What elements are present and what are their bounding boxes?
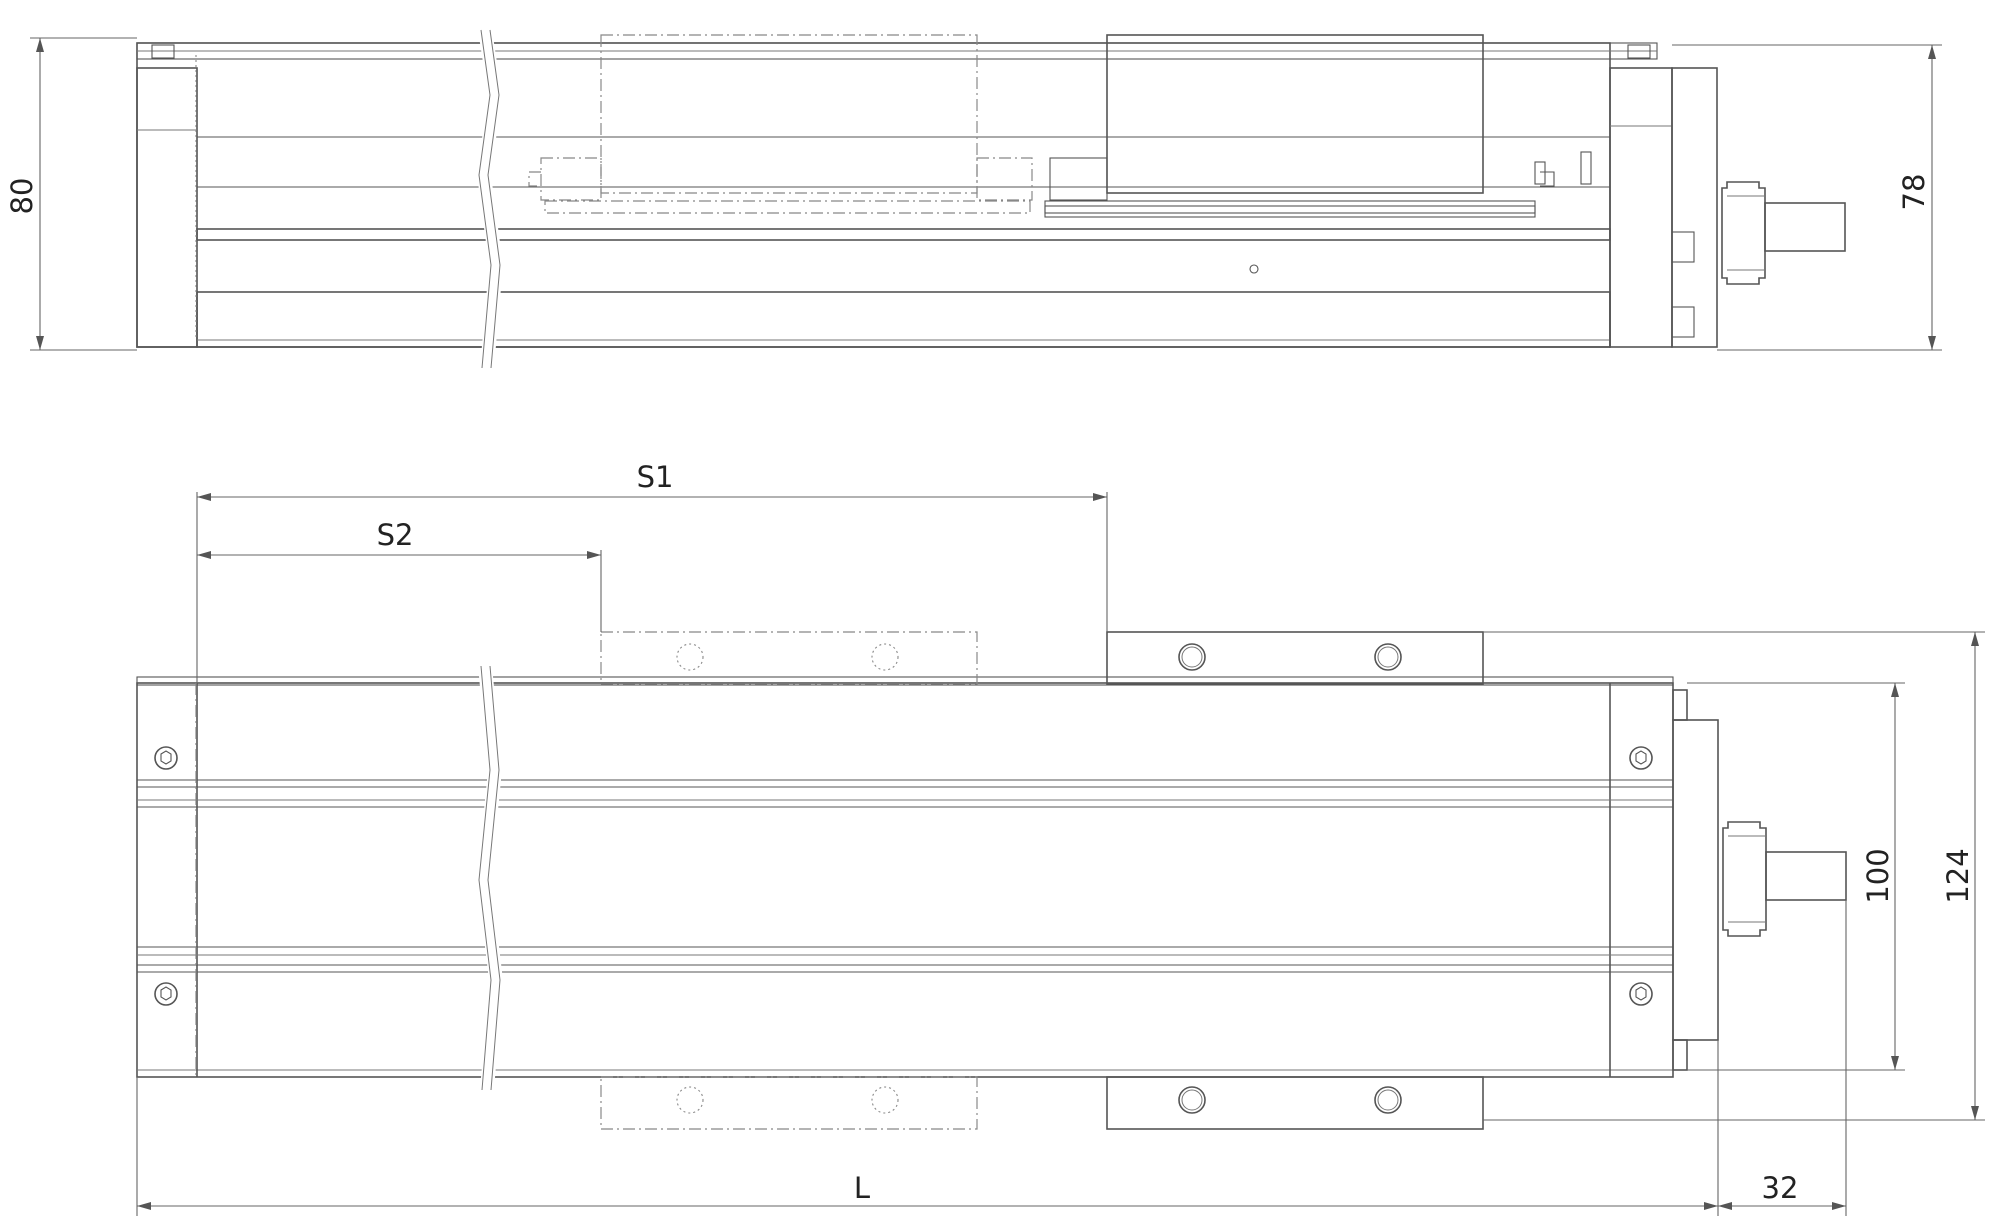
plan-ghost-hole-3 [676,1086,704,1114]
dim-78-arrow-top [1928,45,1936,59]
side-end-stop [1580,151,1592,185]
dim-124-label: 124 [1941,848,1975,903]
dim-100-arrow-top [1891,683,1899,697]
plan-break-mask [477,666,503,1090]
side-carriage-slot [1044,205,1536,218]
plan-top-edge [136,676,1674,686]
side-flange [1671,67,1718,348]
dim-80-label: 80 [5,178,39,215]
dim-100-label: 100 [1861,848,1895,903]
plan-carriage-hole-4-inner [1377,1089,1399,1111]
side-ghost-bumper-left [540,157,602,201]
side-carriage-stop-cap [1540,171,1555,187]
plan-ghost-hole-1 [676,643,704,671]
dim-78-label: 78 [1897,174,1931,211]
dim-s2-arrow-left [197,551,211,559]
dim-100-arrow-bottom [1891,1056,1899,1070]
plan-carriage-hole-2-inner [1377,646,1399,668]
plan-carriage-hole-3-inner [1181,1089,1203,1111]
dim-32-arrow-left [1718,1202,1732,1210]
plan-ghost-hole-4 [871,1086,899,1114]
dim-80-arrow-top [36,38,44,52]
side-break-line-1 [478,29,492,369]
side-small-hole [1249,264,1259,274]
plan-shaft [1765,851,1847,901]
dim-s2-label: S2 [377,518,414,552]
plan-screw-tr [1629,746,1653,770]
plan-screw-tl [154,746,178,770]
plan-view: S1 S2 100 124 L 32 [136,460,1985,1216]
side-rail-clip-left [151,44,175,59]
side-carriage-bumper [1049,157,1108,201]
plan-carriage-hole-3 [1178,1086,1206,1114]
side-ghost-stop-cap [528,171,541,187]
plan-screw-br [1629,982,1653,1006]
dim-s1-arrow-right [1093,493,1107,501]
plan-ghost-hole-2 [871,643,899,671]
side-view: 80 78 [5,29,1942,369]
plan-coupling [1722,821,1767,937]
plan-carriage-hole-2 [1374,643,1402,671]
dim-s2-arrow-right [587,551,601,559]
side-ghost-bumper-right [976,157,1033,201]
plan-carriage-hole-1-inner [1181,646,1203,668]
side-base-band [196,291,1611,348]
side-left-endcap [136,67,198,348]
plan-carriage-hole-4 [1374,1086,1402,1114]
dim-32-label: 32 [1762,1171,1799,1205]
plan-break-line-1 [478,665,492,1091]
dim-l-arrow-left [137,1202,151,1210]
side-carriage-plate [1044,200,1536,214]
side-ghost-plate [544,200,1031,214]
side-right-endcap [1609,67,1673,348]
side-break-line-2 [487,29,501,369]
side-rail-clip-right [1627,44,1651,59]
plan-carriage-top [1106,631,1484,685]
dim-124-arrow-bottom [1971,1106,1979,1120]
plan-flange [1672,719,1719,1041]
dim-l-arrow-right [1704,1202,1718,1210]
dim-l-label: L [854,1171,870,1205]
side-carriage-stop [1534,161,1546,185]
dim-80-arrow-bottom [36,336,44,350]
side-carriage-ghost [600,34,978,194]
side-flange-bolt-2 [1671,306,1695,338]
plan-body-outline [136,682,1674,1078]
side-flange-bolt-1 [1671,231,1695,263]
plan-flange-bolt-1 [1672,689,1688,721]
plan-screw-bl [154,982,178,1006]
plan-ghost-top [600,631,978,685]
side-shaft [1764,202,1846,252]
plan-flange-bolt-2 [1672,1039,1688,1071]
dim-78-arrow-bottom [1928,336,1936,350]
plan-carriage-bottom [1106,1076,1484,1130]
dim-s1-label: S1 [637,460,674,494]
side-break-mask [477,30,503,368]
dim-124-arrow-top [1971,632,1979,646]
dim-32-arrow-right [1832,1202,1846,1210]
plan-carriage-hole-1 [1178,643,1206,671]
side-coupling [1721,181,1766,285]
side-profile-band [196,228,1611,241]
dim-s1-arrow-left [197,493,211,501]
plan-break-line-2 [487,665,501,1091]
plan-ghost-bottom [600,1076,978,1130]
side-body-outline [136,42,1611,348]
